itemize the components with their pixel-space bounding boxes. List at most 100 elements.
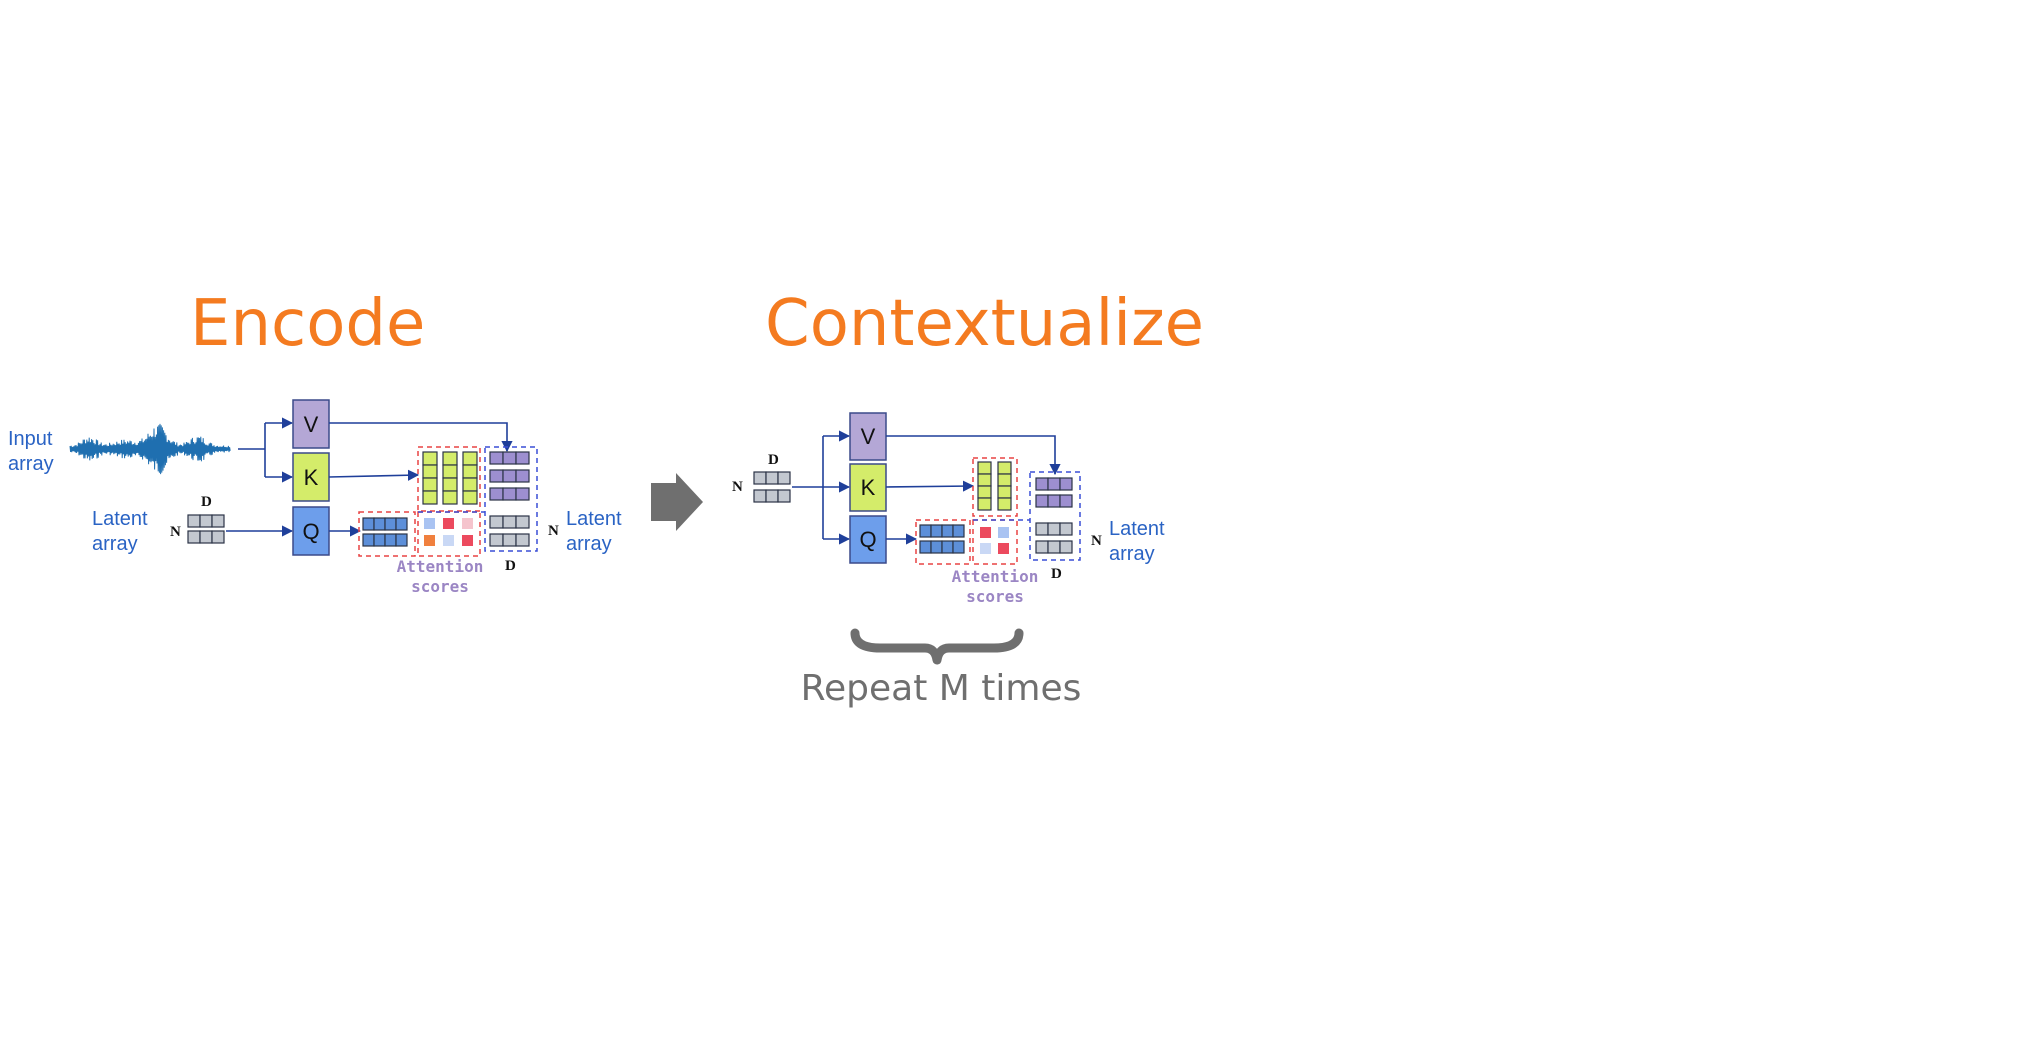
ctx-key-cell	[997, 485, 1012, 499]
output-cell	[502, 469, 517, 483]
ctx-latent-cell	[753, 471, 767, 485]
ctx-output-dashed-box	[1029, 471, 1081, 561]
ctx-latent-cell	[777, 489, 791, 503]
score-cell	[462, 518, 473, 529]
ctx-key-cell	[997, 497, 1012, 511]
repeat-label: Repeat M times	[801, 668, 1082, 709]
queries-matrix	[362, 517, 408, 547]
ctx-attention-label-line1: Attention	[952, 567, 1039, 586]
ctx-output-cell	[1035, 522, 1049, 536]
ctx-q-box	[849, 515, 887, 564]
ctx-k-box-label: K	[861, 475, 876, 500]
ctx-output-cell	[1059, 540, 1073, 554]
ctx-attention-scores-grid	[980, 527, 1009, 554]
ctx-dim-d-label: D	[768, 452, 779, 468]
ctx-k-output-arrow	[885, 480, 975, 492]
input-array-label-line1: Input	[8, 428, 53, 450]
output-cell	[502, 451, 517, 465]
encode-title: Encode	[190, 287, 425, 361]
v-box-label: V	[304, 412, 319, 437]
attention-label-line1: Attention	[397, 557, 484, 576]
ctx-v-box	[849, 412, 887, 461]
key-cell	[442, 490, 458, 505]
dim-n-label: N	[170, 524, 181, 540]
output-cell	[502, 515, 517, 529]
latent-cell	[211, 530, 225, 544]
query-cell	[384, 533, 397, 547]
output-cell	[515, 515, 530, 529]
ctx-v-box-label: V	[861, 424, 876, 449]
score-cell	[443, 535, 454, 546]
dim-d-out-label: D	[505, 558, 516, 574]
dim-n-out-label: N	[548, 523, 559, 539]
ctx-output-cell	[1059, 522, 1073, 536]
query-cell	[384, 517, 397, 531]
latent-cell	[211, 514, 225, 528]
output-cell	[515, 487, 530, 501]
ctx-latent-cell	[765, 471, 779, 485]
score-cell	[462, 535, 473, 546]
ctx-query-cell	[952, 524, 965, 538]
ctx-output-cell	[1047, 522, 1061, 536]
output-cell	[489, 533, 504, 547]
dim-d-label: D	[201, 494, 212, 510]
key-cell	[462, 477, 478, 492]
ctx-dim-d-out-label: D	[1051, 566, 1062, 582]
q-box	[292, 506, 330, 556]
contextualize-panel: D N V K Q D N Attention scores Latent ar…	[732, 412, 1165, 709]
ctx-score-cell	[998, 527, 1009, 538]
attention-scores-grid	[424, 518, 473, 546]
ctx-latent-out-label-line1: Latent	[1109, 518, 1165, 540]
latent-cell	[187, 514, 201, 528]
key-cell	[422, 451, 438, 466]
key-cell	[442, 464, 458, 479]
v-box	[292, 399, 330, 449]
query-cell	[362, 533, 375, 547]
ctx-dim-n-out-label: N	[1091, 533, 1102, 549]
ctx-keys-matrix	[977, 461, 1012, 511]
ctx-key-cell	[997, 461, 1012, 475]
output-dashed-box	[484, 446, 538, 552]
latent-cell	[187, 530, 201, 544]
contextualize-title: Contextualize	[765, 287, 1204, 361]
ctx-k-box	[849, 463, 887, 512]
latent-in-label-line1: Latent	[92, 508, 148, 530]
ctx-query-cell	[941, 540, 954, 554]
latent-cell	[199, 530, 213, 544]
ctx-q-box-label: Q	[859, 527, 876, 552]
key-cell	[462, 490, 478, 505]
ctx-latent-cell	[753, 489, 767, 503]
output-cell	[489, 515, 504, 529]
output-cell	[489, 487, 504, 501]
latent-out-label-line2: array	[566, 533, 612, 555]
key-cell	[462, 464, 478, 479]
query-cell	[395, 517, 408, 531]
waveform-path	[69, 423, 231, 475]
ctx-dim-n-label: N	[732, 479, 743, 495]
ctx-output-cell	[1035, 540, 1049, 554]
ctx-score-cell	[980, 527, 991, 538]
query-cell	[395, 533, 408, 547]
score-cell	[424, 518, 435, 529]
key-cell	[422, 464, 438, 479]
queries-dashed-box	[358, 511, 416, 557]
ctx-output-cell	[1059, 494, 1073, 508]
output-cell	[489, 451, 504, 465]
key-cell	[422, 490, 438, 505]
latent-out-label-line1: Latent	[566, 508, 622, 530]
ctx-score-cell	[998, 543, 1009, 554]
input-array-label-line2: array	[8, 453, 54, 475]
ctx-query-cell	[952, 540, 965, 554]
score-cell	[424, 535, 435, 546]
ctx-query-cell	[930, 540, 943, 554]
ctx-output-cell	[1047, 477, 1061, 491]
ctx-query-cell	[941, 524, 954, 538]
ctx-scores-dashed-box	[972, 519, 1018, 565]
q-box-label: Q	[302, 519, 319, 544]
output-cell	[515, 451, 530, 465]
k-box-label: K	[304, 465, 319, 490]
key-cell	[422, 477, 438, 492]
ctx-latent-matrix	[753, 471, 791, 503]
